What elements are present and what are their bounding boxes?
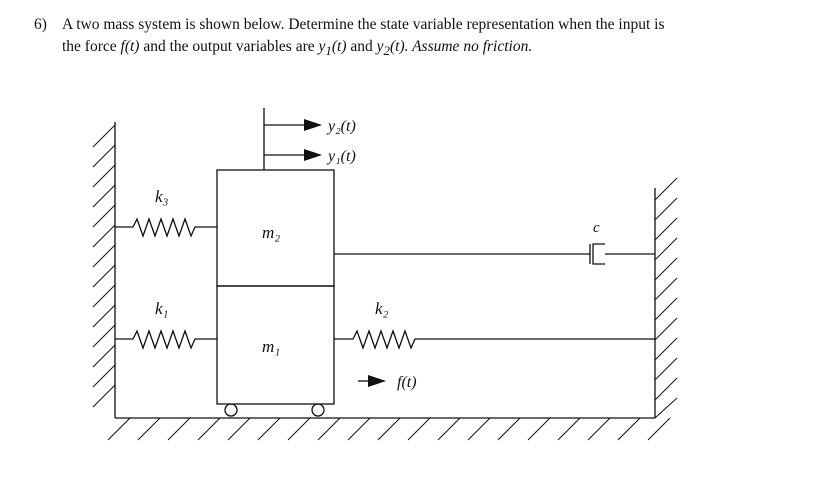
y1-letter: y: [318, 38, 326, 55]
problem-line-2-b: and the output variables are: [139, 38, 319, 55]
damper-c: [334, 243, 655, 265]
wheel-left: [224, 403, 238, 417]
y1-arg: (t): [331, 38, 347, 55]
y1-variable: y1(t): [318, 38, 347, 59]
y1-label: y₁(t): [326, 148, 356, 165]
problem-number: 6): [34, 16, 47, 33]
y2-arg: (t). Assume no friction.: [389, 38, 533, 55]
problem-line-2: the force f(t) and the output variables …: [62, 36, 532, 62]
spring-k1: [115, 329, 217, 350]
problem-line-1: A two mass system is shown below. Determ…: [62, 16, 665, 33]
m2-label: m₂: [262, 223, 280, 242]
spring-k2: [334, 329, 655, 350]
y2-label: y₂(t): [326, 118, 356, 135]
left-wall: [92, 122, 116, 418]
k3-label: k₃: [155, 187, 169, 206]
force-arrow: [358, 375, 386, 387]
y2-reference: [263, 108, 322, 170]
problem-line-2-and: and: [346, 38, 377, 55]
y2-variable: y2(t). Assume no friction.: [376, 38, 533, 59]
c-label: c: [593, 220, 600, 236]
wheel-right: [311, 403, 325, 417]
mass-m1-block: [216, 285, 335, 405]
m1-label: m₁: [262, 337, 280, 356]
y1-reference: [264, 149, 322, 161]
y2-letter: y: [376, 38, 384, 55]
right-wall: [654, 177, 678, 419]
force-label: f(t): [397, 374, 417, 391]
k1-label: k₁: [155, 299, 168, 318]
ground: [107, 417, 671, 441]
k2-label: k₂: [375, 299, 389, 318]
y2-subscript: 2: [383, 43, 390, 59]
y1-subscript: 1: [325, 43, 332, 59]
problem-line-2-a: the force: [62, 38, 121, 55]
spring-k3: [115, 217, 217, 238]
force-variable: f(t): [120, 38, 140, 55]
